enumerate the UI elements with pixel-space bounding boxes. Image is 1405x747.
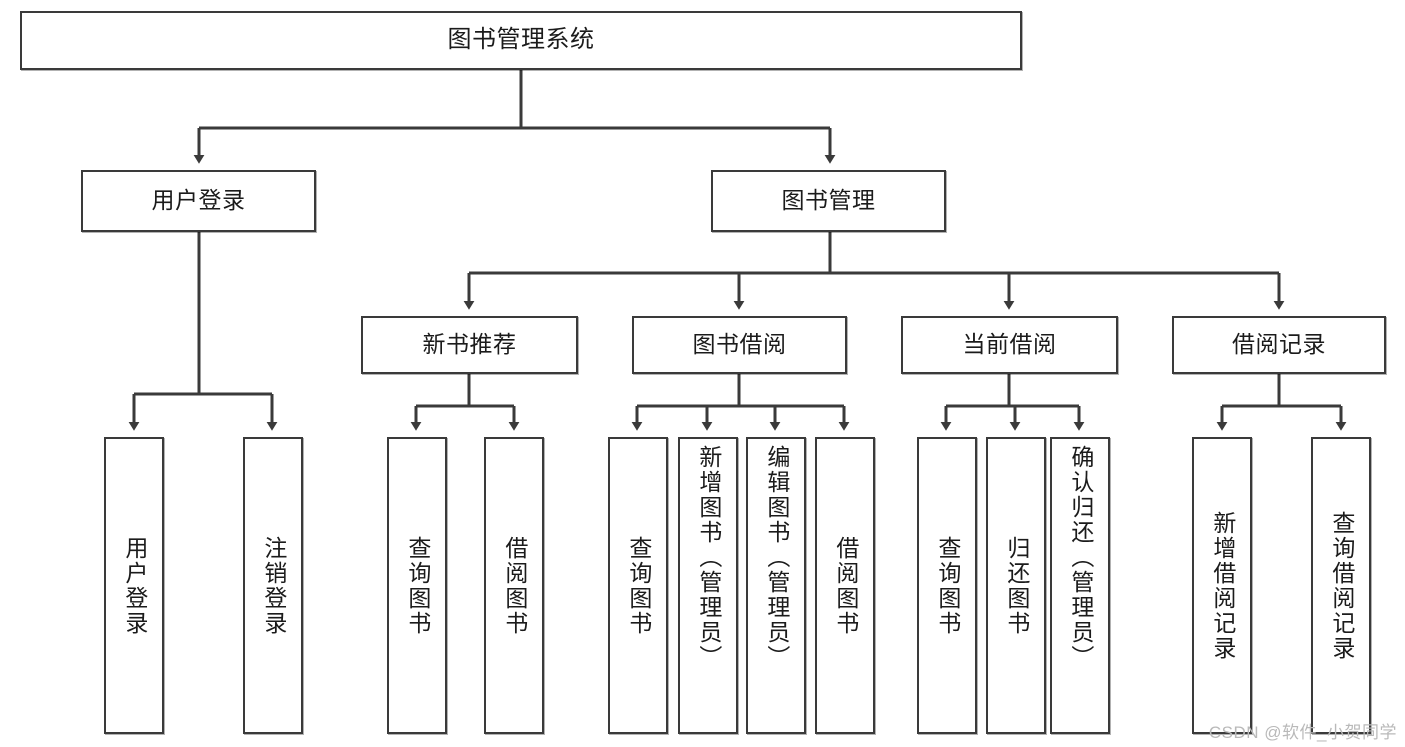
node-label: 新增图书（管理员） (695, 445, 722, 670)
node-label: 查询图书 (404, 535, 431, 636)
leaf-current-query-book[interactable]: 查询图书 (917, 437, 977, 734)
node-label: 当前借阅 (962, 331, 1057, 358)
leaf-current-confirm-return-admin[interactable]: 确认归还（管理员） (1050, 437, 1110, 734)
node-label: 查询借阅记录 (1328, 510, 1355, 661)
node-label: 新增借阅记录 (1209, 510, 1236, 661)
leaf-user-login[interactable]: 用户登录 (104, 437, 164, 734)
node-label: 查询图书 (934, 535, 961, 636)
node-root-system[interactable]: 图书管理系统 (20, 11, 1022, 70)
leaf-new-books-borrow[interactable]: 借阅图书 (484, 437, 544, 734)
node-label: 注销登录 (260, 535, 287, 636)
leaf-borrow-add-book-admin[interactable]: 新增图书（管理员） (678, 437, 738, 734)
leaf-borrow-borrow-book[interactable]: 借阅图书 (815, 437, 875, 734)
leaf-records-add-record[interactable]: 新增借阅记录 (1192, 437, 1252, 734)
node-label: 借阅记录 (1232, 331, 1326, 358)
node-label: 确认归还（管理员） (1067, 445, 1094, 670)
node-borrow-records[interactable]: 借阅记录 (1172, 316, 1386, 374)
node-label: 借阅图书 (501, 535, 528, 636)
node-label: 新书推荐 (422, 331, 517, 358)
node-label: 查询图书 (625, 535, 652, 636)
node-label: 图书管理系统 (447, 26, 595, 54)
node-label: 编辑图书（管理员） (763, 445, 790, 670)
leaf-borrow-query-book[interactable]: 查询图书 (608, 437, 668, 734)
node-label: 归还图书 (1003, 535, 1030, 636)
csdn-watermark: CSDN @软件_小贺同学 (1208, 723, 1397, 742)
node-new-book-recommend[interactable]: 新书推荐 (361, 316, 578, 374)
node-user-login[interactable]: 用户登录 (81, 170, 316, 232)
node-label: 用户登录 (151, 187, 246, 214)
leaf-new-books-query[interactable]: 查询图书 (387, 437, 447, 734)
leaf-user-logout[interactable]: 注销登录 (243, 437, 303, 734)
node-label: 用户登录 (121, 535, 148, 636)
node-current-borrow[interactable]: 当前借阅 (901, 316, 1118, 374)
node-book-borrow[interactable]: 图书借阅 (632, 316, 847, 374)
node-label: 图书管理 (781, 187, 876, 214)
node-label: 借阅图书 (832, 535, 859, 636)
leaf-current-return-book[interactable]: 归还图书 (986, 437, 1046, 734)
leaf-borrow-edit-book-admin[interactable]: 编辑图书（管理员） (746, 437, 806, 734)
node-label: 图书借阅 (692, 331, 787, 358)
leaf-records-query-record[interactable]: 查询借阅记录 (1311, 437, 1371, 734)
node-book-management[interactable]: 图书管理 (711, 170, 946, 232)
